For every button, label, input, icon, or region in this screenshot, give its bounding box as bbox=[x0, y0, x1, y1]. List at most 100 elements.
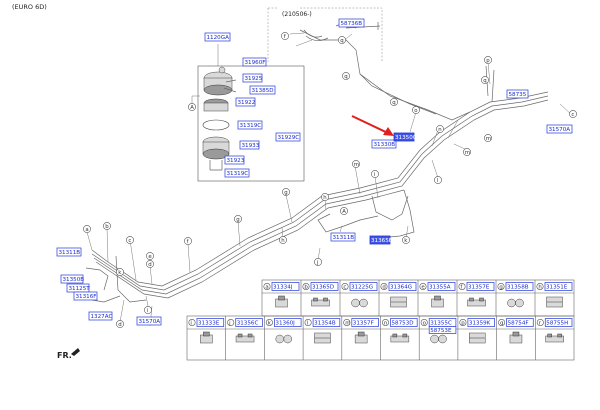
callout-i-mid: i bbox=[371, 170, 379, 178]
svg-text:58753E: 58753E bbox=[430, 328, 452, 334]
legend-part-e[interactable]: 31355A bbox=[427, 282, 456, 291]
legend-row2-cell-j: j 31356C bbox=[225, 316, 263, 360]
svg-text:31960F: 31960F bbox=[245, 60, 266, 66]
legend-part-k[interactable]: 31360J bbox=[273, 318, 302, 327]
callout-q-top: q bbox=[338, 36, 346, 44]
part-31319C-lower[interactable]: 31319C bbox=[224, 168, 250, 178]
svg-text:m: m bbox=[354, 162, 359, 168]
svg-text:31334J: 31334J bbox=[273, 285, 293, 291]
svg-text:h: h bbox=[323, 195, 326, 201]
part-31350B[interactable]: 31350B bbox=[60, 274, 84, 284]
svg-text:c: c bbox=[128, 238, 131, 244]
part-31929C[interactable]: 31929C bbox=[275, 132, 301, 142]
part-31365B-highlighted[interactable]: 31365B bbox=[369, 235, 393, 245]
callout-i-left: i bbox=[144, 306, 152, 314]
legend-part-r[interactable]: 58755H bbox=[544, 318, 573, 327]
svg-text:31365D: 31365D bbox=[312, 285, 334, 291]
svg-text:q: q bbox=[344, 74, 347, 80]
part-31570A-bottom[interactable]: 31570A bbox=[136, 316, 162, 326]
date-note: (210506-) bbox=[282, 11, 312, 18]
svg-text:b: b bbox=[304, 284, 308, 290]
part-31933[interactable]: 31933 bbox=[239, 140, 260, 150]
part-58735[interactable]: 58735 bbox=[506, 89, 529, 99]
legend-part-b[interactable]: 31365D bbox=[310, 282, 339, 291]
svg-text:e: e bbox=[148, 254, 152, 260]
legend-part-q[interactable]: 58754F bbox=[506, 318, 534, 327]
part-58736B[interactable]: 58736B bbox=[338, 18, 365, 28]
callout-A-main: A bbox=[340, 207, 348, 215]
svg-text:31925: 31925 bbox=[245, 76, 263, 82]
legend-part-o-second[interactable]: 58753E bbox=[428, 326, 457, 335]
legend-part-c[interactable]: 31225G bbox=[349, 282, 378, 291]
legend-part-h[interactable]: 31351E bbox=[544, 282, 573, 291]
legend-part-l[interactable]: 31354B bbox=[312, 318, 341, 327]
svg-text:o: o bbox=[423, 320, 426, 326]
legend-callout-g: g bbox=[497, 282, 505, 290]
svg-text:31355A: 31355A bbox=[429, 285, 451, 291]
legend-part-g[interactable]: 31358B bbox=[505, 282, 534, 291]
part-31385D[interactable]: 31385D bbox=[249, 85, 276, 95]
part-31330B[interactable]: 31330B bbox=[371, 139, 397, 149]
svg-text:31357E: 31357E bbox=[468, 285, 490, 291]
legend-callout-b: b bbox=[302, 282, 310, 290]
part-31311B-mid[interactable]: 31311B bbox=[330, 232, 356, 242]
svg-text:g: g bbox=[284, 190, 287, 196]
legend-part-o[interactable]: 31355C bbox=[428, 318, 457, 327]
svg-text:31350C: 31350C bbox=[395, 135, 417, 141]
part-31319C-upper[interactable]: 31319C bbox=[237, 120, 263, 130]
legend-part-j[interactable]: 31356C bbox=[235, 318, 263, 327]
fuel-pipe-bundle bbox=[85, 22, 549, 303]
legend-part-i[interactable]: 31333E bbox=[196, 318, 225, 327]
legend-part-d[interactable]: 31364G bbox=[388, 282, 417, 291]
callout-a-left: a bbox=[83, 225, 91, 233]
svg-text:31570A: 31570A bbox=[139, 319, 161, 325]
part-31925[interactable]: 31925 bbox=[242, 73, 263, 83]
part-31350C-highlighted[interactable]: 31350C bbox=[393, 132, 417, 142]
callout-circles: a b c d e f g g h i j h k l m m n o p c … bbox=[83, 32, 577, 328]
part-31570A-right[interactable]: 31570A bbox=[546, 124, 573, 134]
svg-text:j: j bbox=[228, 320, 231, 326]
svg-text:k: k bbox=[268, 320, 272, 326]
legend-part-m[interactable]: 31357F bbox=[351, 318, 379, 327]
legend-part-a[interactable]: 31334J bbox=[271, 282, 300, 291]
svg-text:h: h bbox=[281, 238, 284, 244]
legend-callout-h: h bbox=[536, 282, 544, 290]
svg-text:i: i bbox=[374, 172, 376, 178]
svg-text:i: i bbox=[147, 308, 149, 314]
callout-g-upper: g bbox=[282, 188, 290, 196]
legend-part-f[interactable]: 31357E bbox=[466, 282, 495, 291]
part-31316F[interactable]: 31316F bbox=[73, 291, 98, 301]
part-31922[interactable]: 31922 bbox=[235, 97, 256, 107]
svg-text:f: f bbox=[284, 34, 286, 40]
part-31311B-left[interactable]: 31311B bbox=[56, 247, 82, 257]
legend-callout-r: r bbox=[536, 318, 544, 326]
svg-text:31922: 31922 bbox=[238, 100, 256, 106]
part-31923[interactable]: 31923 bbox=[224, 155, 245, 165]
svg-text:31359K: 31359K bbox=[469, 321, 491, 327]
part-1327AC[interactable]: 1327AC bbox=[88, 311, 112, 321]
legend-part-p[interactable]: 31359K bbox=[467, 318, 495, 327]
part-number-labels: 1120GA 31960F 31925 31385D 31922 31319C … bbox=[56, 18, 573, 326]
legend-part-n[interactable]: 58753D bbox=[390, 318, 418, 327]
svg-text:n: n bbox=[438, 127, 441, 133]
callout-c-right: c bbox=[569, 110, 577, 118]
part-31125T[interactable]: 31125T bbox=[66, 283, 90, 293]
svg-text:58754F: 58754F bbox=[508, 321, 529, 327]
legend-callout-m: m bbox=[343, 318, 350, 326]
svg-text:f: f bbox=[187, 239, 189, 245]
callout-n: n bbox=[436, 125, 444, 133]
svg-text:31333E: 31333E bbox=[198, 321, 220, 327]
svg-text:58755H: 58755H bbox=[546, 321, 568, 327]
legend-callout-q: q bbox=[498, 318, 506, 326]
part-31960F[interactable]: 31960F bbox=[242, 57, 267, 67]
svg-text:q: q bbox=[483, 78, 486, 84]
svg-text:o: o bbox=[414, 108, 417, 114]
legend-callout-e: e bbox=[419, 282, 427, 290]
part-1120GA[interactable]: 1120GA bbox=[204, 32, 231, 42]
